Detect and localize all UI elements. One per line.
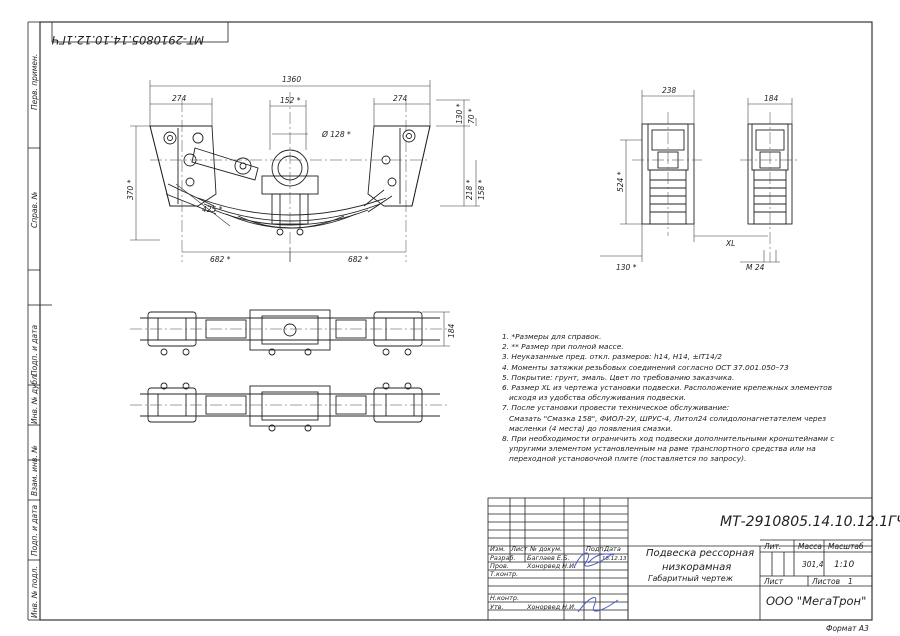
note-6: 6. Размер XL из чертежа установки подвес… (502, 383, 833, 393)
dim-184-plan: 184 (447, 323, 456, 338)
stamp-header-data: Дата (603, 545, 621, 553)
dim-128: Ø 128 * (321, 130, 351, 139)
scale-header: Масштаб (828, 542, 864, 551)
note-3: 3. Неуказанные пред. откл. размеров: h14… (502, 352, 722, 362)
side-view-dim-texts: 238 184 524 * 130 * XL M 24 (616, 86, 779, 272)
dim-XL: XL (725, 239, 735, 248)
drawing-subtitle: Габаритный чертеж (648, 574, 734, 583)
stamp-role-nkontr: Н.контр. (490, 594, 519, 602)
dim-152: 152 * (280, 96, 301, 105)
designation: МТ-2910805.14.10.12.1ГЧ (720, 514, 900, 530)
rotated-designation: МТ-2910805.14.10.12.1ГЧ (51, 33, 204, 47)
signature-marks (573, 552, 619, 613)
plan-view-centerlines (130, 328, 448, 406)
side-view-centerlines (632, 112, 800, 262)
plan-view-bottom (140, 382, 440, 432)
dim-218: 218 * (465, 179, 474, 200)
dim-184-top: 184 (764, 94, 779, 103)
side-label-podp2: Подп. и дата (30, 505, 39, 556)
note-8-cont1: упругими элементом установленным на раме… (509, 444, 816, 454)
stamp-role-utv: Утв. (490, 603, 504, 611)
dim-238: 238 (662, 86, 677, 95)
stamp-name-utv: Хонорвед Н.И. (526, 603, 576, 611)
dim-158: 158 * (477, 179, 486, 200)
side-label-podl: Инв. № подл. (30, 566, 39, 618)
mass-header: Масса (798, 542, 822, 551)
side-label-sprav: Справ. № (30, 191, 39, 228)
stamp-role-tkontr: Т.контр. (490, 570, 518, 578)
dim-425: 425 * (202, 205, 223, 214)
plan-view-top (140, 309, 440, 356)
dim-M24: M 24 (746, 263, 765, 272)
front-view-dimensions (130, 80, 480, 262)
note-4: 4. Моменты затяжки резьбовых соединений … (502, 362, 789, 372)
side-label-vzam: Взам. инв. № (30, 445, 39, 496)
note-2: 2. ** Размер при полной массе. (502, 342, 624, 352)
dim-130: 130 * (455, 103, 464, 124)
side-label-podp1: Подп. и дата (30, 325, 39, 376)
stamp-date-razrab: 18.12.13 (602, 556, 627, 562)
stamp-role-prov: Пров. (490, 562, 509, 570)
dim-130b: 130 * (616, 263, 637, 272)
note-7-cont2: масленки (4 места) до появления смазки. (509, 423, 673, 433)
left-margin-strip (27, 21, 52, 621)
stamp-role-razrab: Разраб. (490, 554, 516, 562)
dim-682-right: 682 * (348, 255, 369, 264)
format-label: Формат А3 (826, 624, 869, 633)
dim-274-right: 274 (393, 94, 408, 103)
note-1: 1. *Размеры для справок. (502, 332, 602, 341)
sheet-label: Лист (763, 577, 784, 586)
note-6-cont: исходя из удобства обслуживания подвески… (509, 393, 686, 403)
scale-value: 1:10 (834, 560, 854, 570)
front-view (149, 125, 431, 236)
lit-header: Лит. (763, 542, 781, 551)
title-block (487, 497, 873, 621)
front-view-dim-texts: 1360 274 274 152 * Ø 128 * 130 * 70 * 37… (126, 75, 486, 264)
dim-70: 70 * (467, 108, 476, 124)
note-7: 7. После установки провести техническое … (502, 403, 730, 413)
front-view-centerlines (150, 92, 430, 262)
stamp-header-dokum: № докум. (529, 545, 562, 553)
dim-524: 524 * (616, 171, 625, 192)
side-label-dubl: Инв. № дубл. (30, 373, 39, 424)
company-name: ООО "МегаТрон" (766, 594, 866, 608)
technical-notes: 1. *Размеры для справок. 2. ** Размер пр… (502, 332, 835, 465)
note-5: 5. Покрытие: грунт, эмаль. Цвет по требо… (502, 372, 735, 382)
dim-682-left: 682 * (210, 255, 231, 264)
stamp-header-list: Лист (510, 545, 528, 553)
side-view-dimensions (600, 90, 793, 263)
note-7-cont1: Смазать "Смазка 158", ФИОЛ-2У, ШРУС-4, Л… (509, 413, 827, 423)
note-8-cont2: переходной установочной плите (поставляе… (509, 454, 747, 464)
title-line-2: низкорамная (662, 562, 731, 573)
stamp-name-prov: Хонорвед Н.И. (526, 562, 576, 570)
dim-274-left: 274 (172, 94, 187, 103)
stamp-name-razrab: Баглаев Е.Б. (527, 554, 570, 562)
plan-view-dimensions (422, 311, 450, 347)
rotated-designation-box (51, 21, 229, 43)
stamp-header-podp: Подп. (586, 545, 606, 553)
mass-value: 301,4 (802, 560, 824, 569)
title-line-1: Подвеска рессорная (646, 548, 754, 559)
side-label-perv: Перв. примен. (30, 54, 39, 110)
note-8: 8. При необходимости ограничить ход подв… (502, 434, 835, 444)
title-block-texts: МТ-2910805.14.10.12.1ГЧ Подвеска рессорн… (490, 514, 900, 633)
dim-370: 370 * (126, 179, 135, 200)
sheets-label: Листов (811, 577, 840, 586)
sheets-value: 1 (848, 577, 853, 586)
side-labels: Перв. примен. Справ. № Подп. и дата Инв.… (30, 54, 39, 618)
stamp-header-izm: Изм. (490, 545, 505, 553)
dim-1360: 1360 (282, 75, 301, 84)
